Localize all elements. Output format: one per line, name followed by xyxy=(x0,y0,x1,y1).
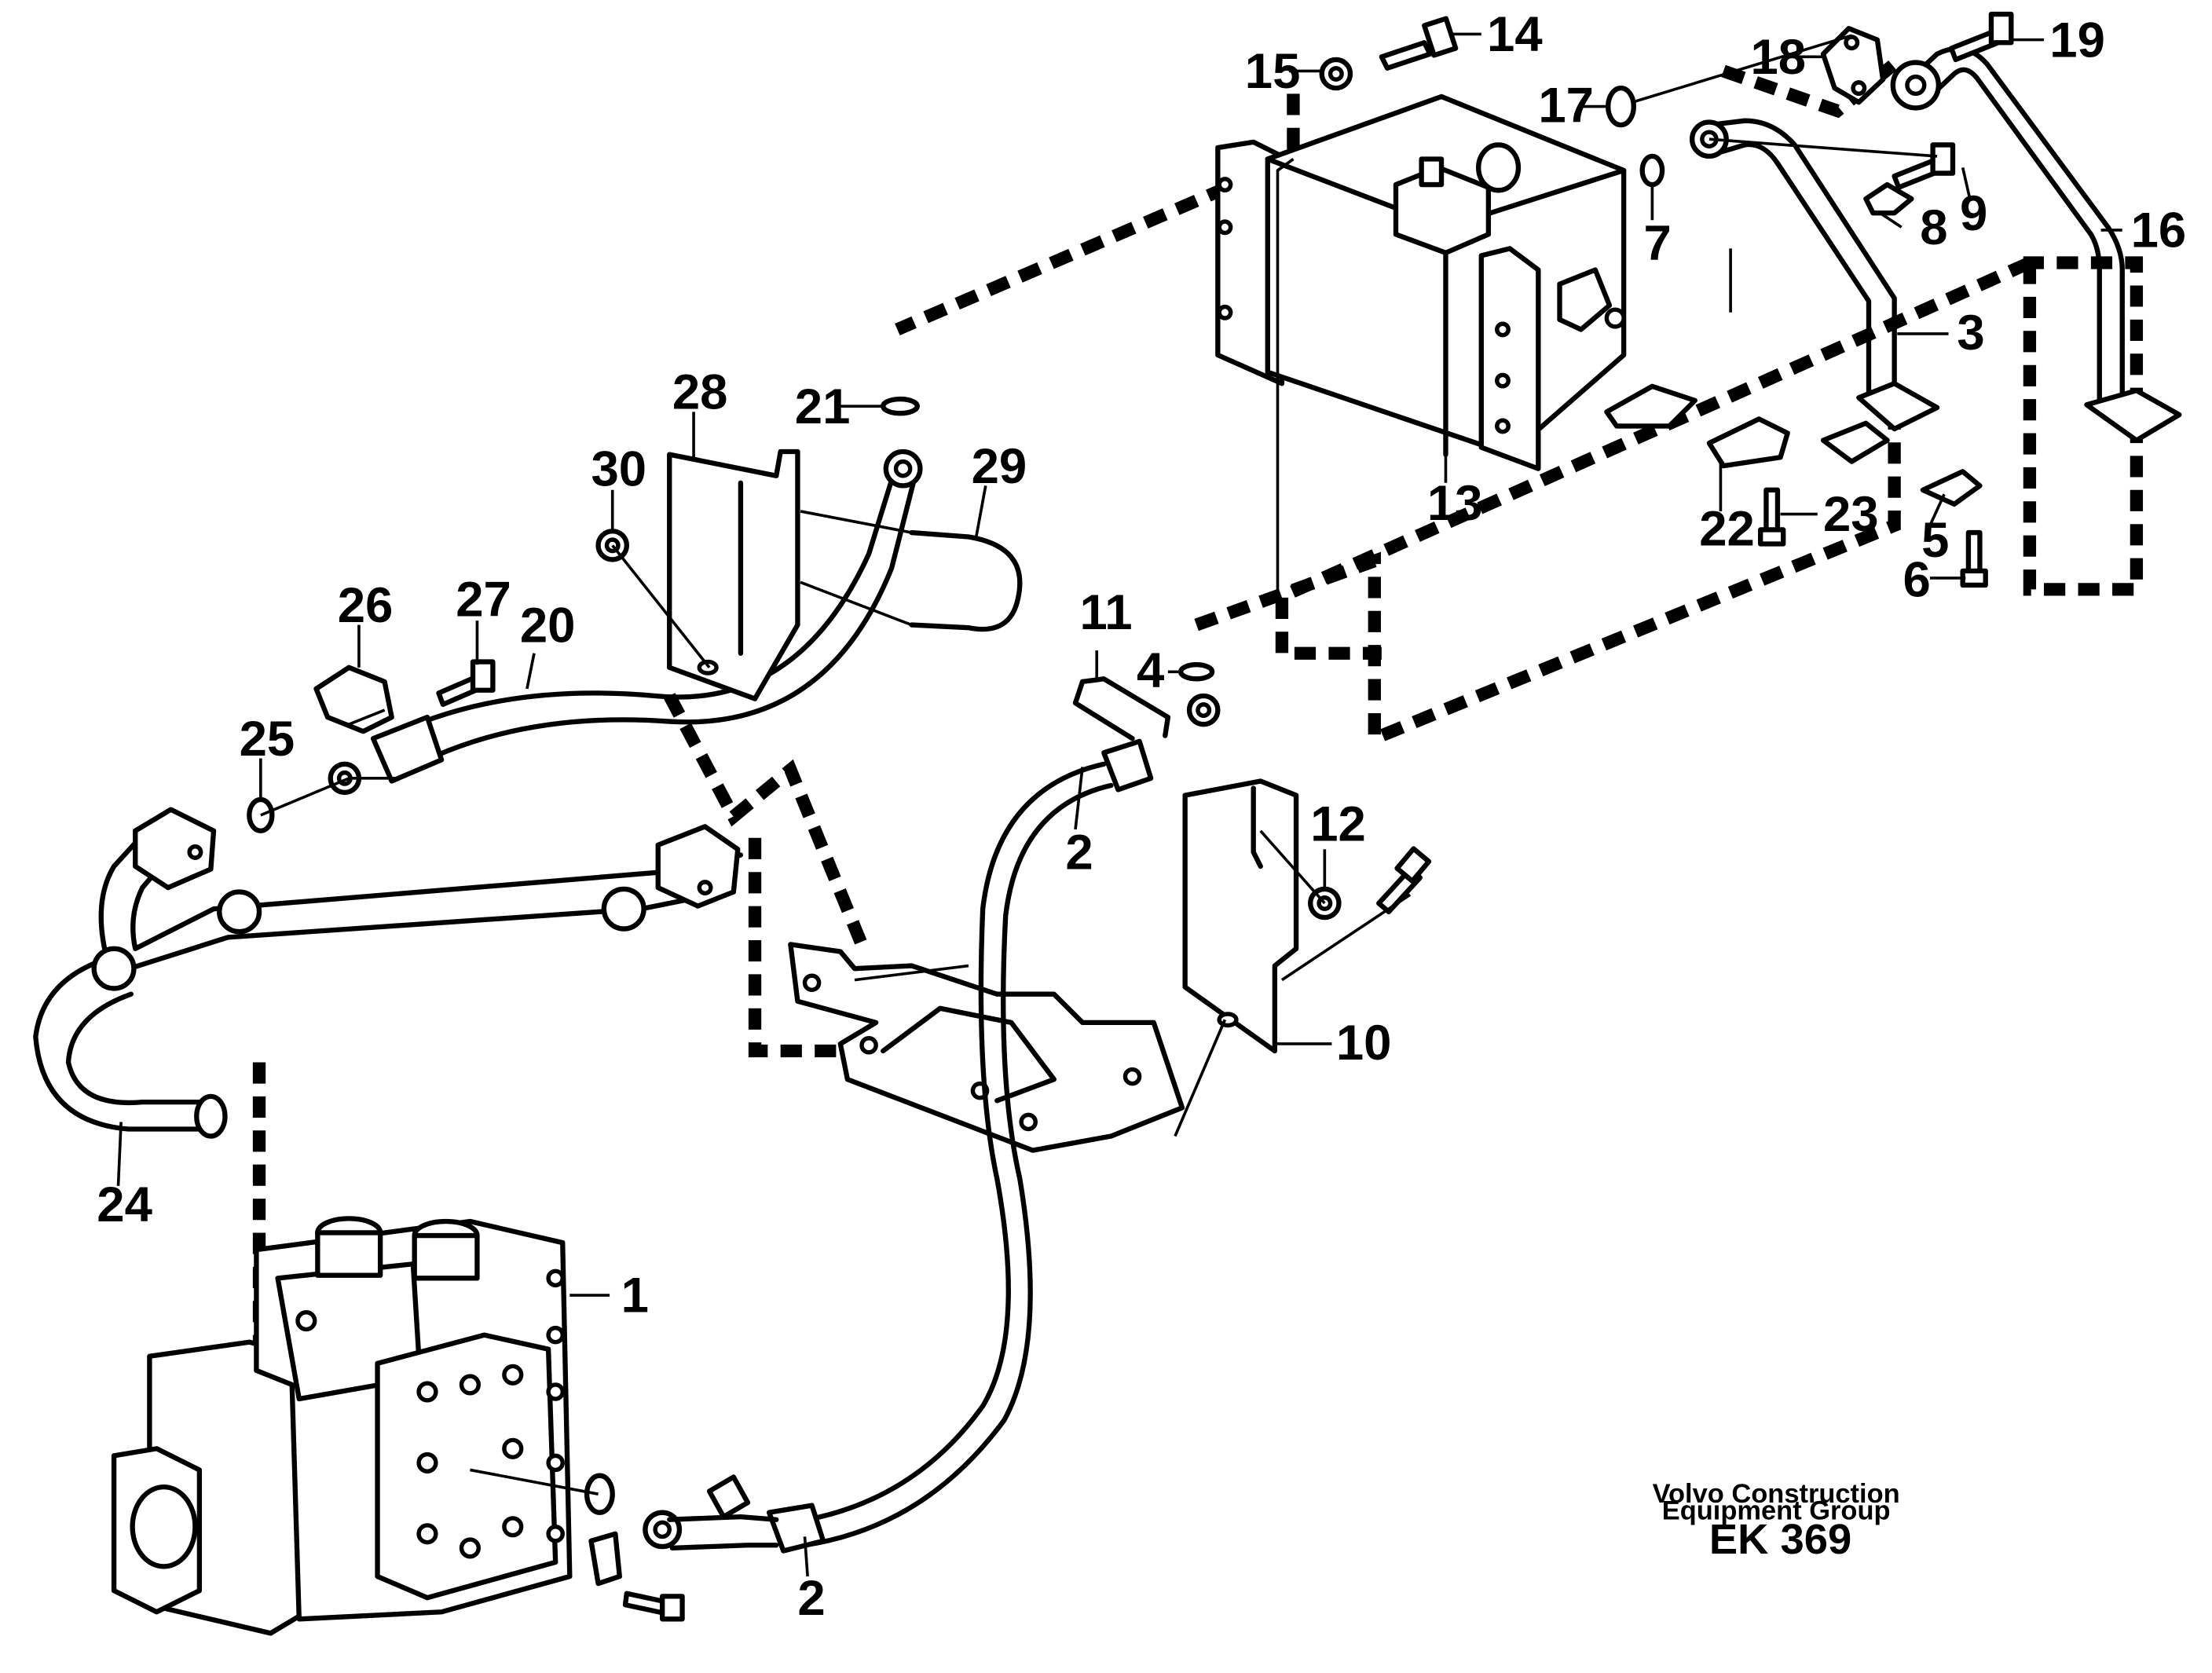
caption: Volvo Construction Equipment Group EK 36… xyxy=(1653,1479,1900,1563)
assembly-dashed-lines xyxy=(252,59,2144,1356)
callout-7: 7 xyxy=(1644,216,1672,271)
callout-22: 22 xyxy=(1699,501,1755,556)
pump-1 xyxy=(111,1216,573,1636)
callout-15: 15 xyxy=(1245,44,1301,99)
callouts: 1 2 2 3 4 5 6 7 8 9 10 11 12 13 14 15 16… xyxy=(97,7,2186,1626)
pipe-3 xyxy=(1706,118,1940,432)
callout-26: 26 xyxy=(338,578,394,633)
bracket-11 xyxy=(1072,676,1221,741)
callout-8: 8 xyxy=(1920,200,1947,255)
callout-16: 16 xyxy=(2131,203,2187,258)
callout-30: 30 xyxy=(591,441,647,496)
caption-group: Equipment Group xyxy=(1662,1496,1891,1526)
callout-29: 29 xyxy=(972,439,1027,494)
leader-lines xyxy=(116,32,2122,1577)
callout-2: 2 xyxy=(1065,826,1093,880)
pipe-16 xyxy=(1913,46,2182,443)
bracket-10 xyxy=(1182,778,1299,1054)
callout-14: 14 xyxy=(1487,7,1543,62)
callout-3: 3 xyxy=(1957,306,1984,361)
callout-18: 18 xyxy=(1751,30,1807,85)
callout-13: 13 xyxy=(1427,476,1483,531)
callout-25: 25 xyxy=(240,712,295,767)
callout-12: 12 xyxy=(1310,797,1366,852)
caption-code: EK 369 xyxy=(1709,1515,1851,1563)
callout-10: 10 xyxy=(1336,1016,1392,1071)
caption-company: Volvo Construction xyxy=(1653,1479,1900,1509)
callout-4: 4 xyxy=(1137,643,1164,698)
callout-2-lower: 2 xyxy=(797,1571,825,1626)
callout-23: 23 xyxy=(1823,487,1879,542)
callout-1: 1 xyxy=(621,1268,649,1323)
pipe-24 xyxy=(33,807,744,1139)
callout-5: 5 xyxy=(1921,513,1949,568)
callout-28: 28 xyxy=(672,365,728,420)
callout-27: 27 xyxy=(456,573,511,628)
hose-2 xyxy=(766,738,1154,1554)
callout-11: 11 xyxy=(1079,585,1132,640)
callout-17: 17 xyxy=(1538,79,1594,134)
bracket-28 xyxy=(667,448,800,701)
callout-21: 21 xyxy=(795,379,851,434)
callout-20: 20 xyxy=(520,598,576,653)
hose-20 xyxy=(328,448,923,796)
callout-19: 19 xyxy=(2049,13,2105,68)
callout-24: 24 xyxy=(97,1177,152,1232)
tank xyxy=(1215,93,1627,471)
callout-9: 9 xyxy=(1960,186,1987,241)
mounting-plate xyxy=(788,942,1185,1153)
u-bolt-29 xyxy=(909,529,1023,632)
callout-6: 6 xyxy=(1903,553,1931,608)
pump-fitting xyxy=(584,1473,779,1622)
